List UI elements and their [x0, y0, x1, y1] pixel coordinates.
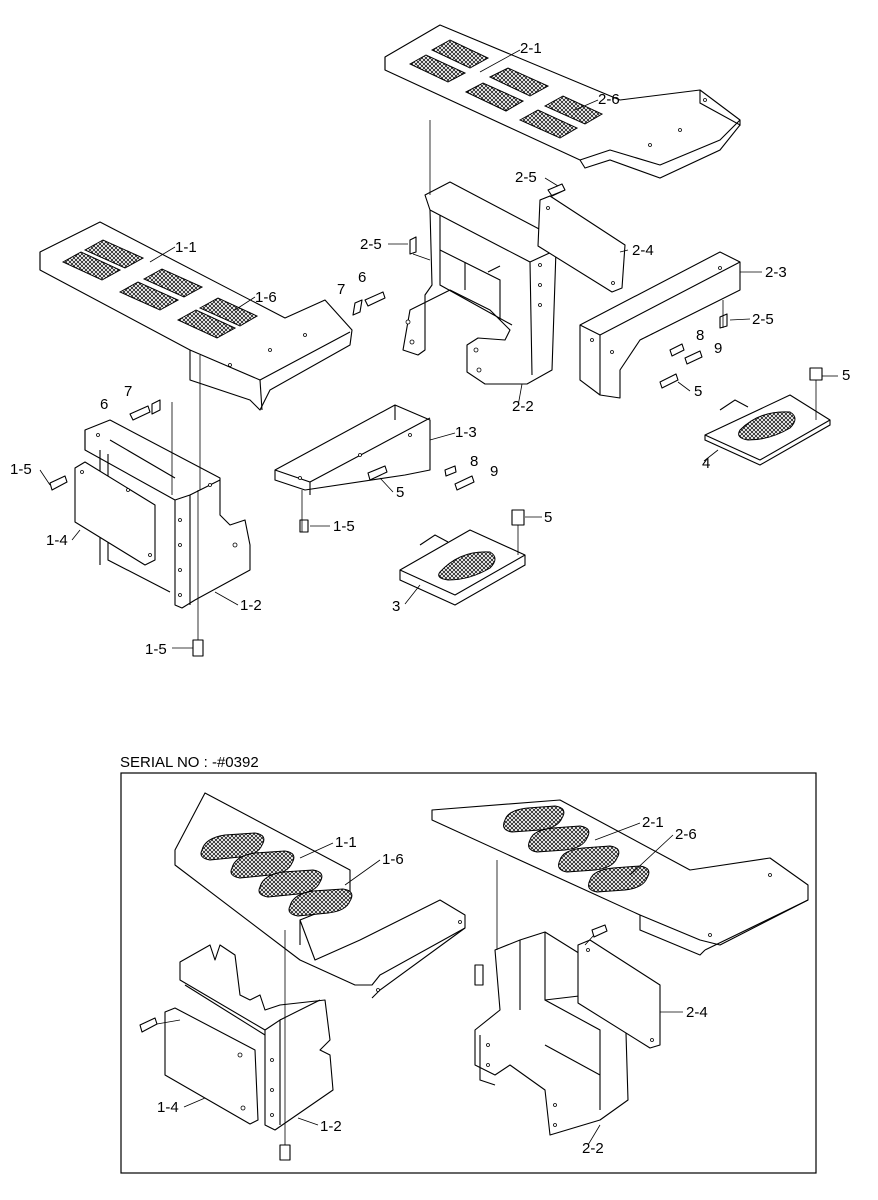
- callout-9: 9: [714, 340, 722, 357]
- upper-hardware: [49, 183, 823, 657]
- callout-1-1: 1-1: [175, 239, 197, 256]
- callout-5: 5: [694, 383, 702, 400]
- upper-assembly-lines: [171, 120, 817, 640]
- part-2-2-bracket: [402, 181, 561, 385]
- part-1-4-plate: [74, 461, 156, 566]
- callout-2-5: 2-5: [515, 169, 537, 186]
- callout-5: 5: [544, 509, 552, 526]
- callout-2-1: 2-1: [642, 814, 664, 831]
- callout-7: 7: [124, 383, 132, 400]
- callout-2-6: 2-6: [598, 91, 620, 108]
- lower-view-frame: [120, 772, 817, 1174]
- upper-view: 2-1 2-6 2-5 2-5 2-4 2-3 2-5 6 7 8 9 5 5 …: [10, 24, 850, 658]
- callout-3: 3: [392, 598, 400, 615]
- callout-7: 7: [337, 281, 345, 298]
- lower-view: SERIAL NO : -#0392: [120, 754, 817, 1174]
- callout-1-2: 1-2: [320, 1118, 342, 1135]
- part-2-3-cover: [579, 251, 741, 399]
- mesh-panels-1-1: [61, 239, 259, 339]
- callout-2-1: 2-1: [520, 40, 542, 57]
- lower-hardware: [139, 924, 608, 1161]
- callout-1-2: 1-2: [240, 597, 262, 614]
- lower-assembly-lines: [156, 860, 595, 1145]
- callout-2-3: 2-3: [765, 264, 787, 281]
- callout-1-5: 1-5: [10, 461, 32, 478]
- callout-1-5: 1-5: [333, 518, 355, 535]
- upper-callout-leaders: [39, 49, 838, 649]
- callout-6: 6: [100, 396, 108, 413]
- callout-9: 9: [490, 463, 498, 480]
- callout-8: 8: [470, 453, 478, 470]
- part-4-step: [704, 394, 831, 466]
- callout-1-3: 1-3: [455, 424, 477, 441]
- callout-2-4: 2-4: [686, 1004, 708, 1021]
- lower-part-1-1: [174, 792, 466, 999]
- lower-part-1-2: [179, 944, 334, 1131]
- callout-1-6: 1-6: [382, 851, 404, 868]
- callout-2-6: 2-6: [675, 826, 697, 843]
- callout-1-4: 1-4: [46, 532, 68, 549]
- callout-2-2: 2-2: [512, 398, 534, 415]
- part-2-1-step-plate: [384, 24, 741, 179]
- callout-2-5: 2-5: [360, 236, 382, 253]
- callout-2-5: 2-5: [752, 311, 774, 328]
- lower-part-2-1: [431, 799, 809, 956]
- mesh-panels-2-1: [408, 39, 604, 139]
- mesh-panels-lower-2-1: [503, 805, 650, 893]
- callout-1-4: 1-4: [157, 1099, 179, 1116]
- callout-4: 4: [702, 455, 710, 472]
- serial-number-label: SERIAL NO : -#0392: [120, 754, 259, 771]
- lower-callout-leaders: [183, 822, 683, 1146]
- mesh-panels-lower-1-1: [200, 832, 353, 917]
- lower-part-1-4: [164, 1007, 259, 1125]
- part-1-3-bracket: [274, 404, 431, 495]
- callout-1-1: 1-1: [335, 834, 357, 851]
- callout-8: 8: [696, 327, 704, 344]
- callout-5: 5: [396, 484, 404, 501]
- callout-5: 5: [842, 367, 850, 384]
- part-3-step: [399, 529, 526, 606]
- callout-6: 6: [358, 269, 366, 286]
- callout-1-5: 1-5: [145, 641, 167, 658]
- callout-2-2: 2-2: [582, 1140, 604, 1157]
- part-1-1-step-plate: [39, 221, 353, 411]
- callout-2-4: 2-4: [632, 242, 654, 259]
- callout-1-6: 1-6: [255, 289, 277, 306]
